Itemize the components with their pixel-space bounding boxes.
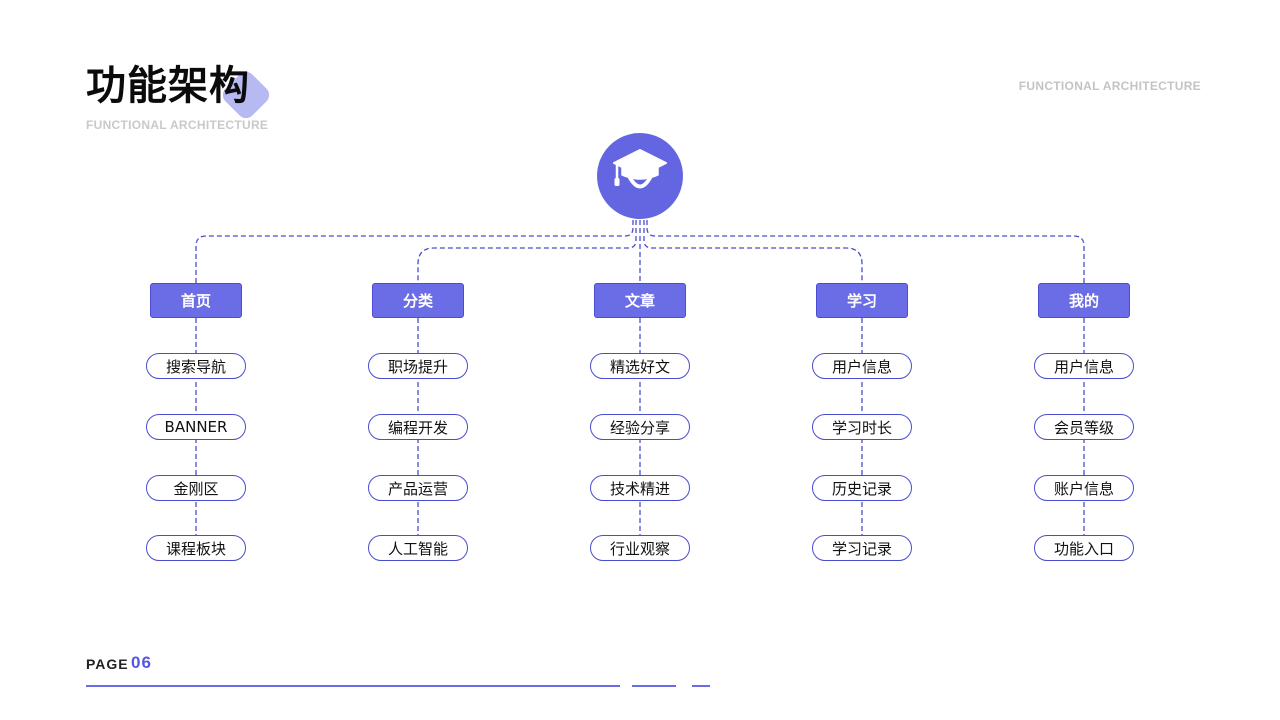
item-home-1: 搜索导航 xyxy=(146,353,246,379)
footer-bar-short xyxy=(692,685,710,687)
item-article-4: 行业观察 xyxy=(590,535,690,561)
item-article-3: 技术精进 xyxy=(590,475,690,501)
item-article-2: 经验分享 xyxy=(590,414,690,440)
item-classification-3: 产品运营 xyxy=(368,475,468,501)
page-subtitle: FUNCTIONAL ARCHITECTURE xyxy=(86,118,269,132)
item-home-2: BANNER xyxy=(146,414,246,440)
category-classification: 分类 xyxy=(372,283,464,318)
item-mine-1: 用户信息 xyxy=(1034,353,1134,379)
connector-study xyxy=(643,220,863,283)
category-home: 首页 xyxy=(150,283,242,318)
item-classification-2: 编程开发 xyxy=(368,414,468,440)
item-study-3: 历史记录 xyxy=(812,475,912,501)
item-classification-1: 职场提升 xyxy=(368,353,468,379)
item-mine-3: 账户信息 xyxy=(1034,475,1134,501)
top-right-label: FUNCTIONAL ARCHITECTURE xyxy=(1018,79,1201,93)
category-article: 文章 xyxy=(594,283,686,318)
page-number: 06 xyxy=(131,653,152,672)
footer-bar-medium xyxy=(632,685,676,687)
page-label: PAGE xyxy=(86,656,129,672)
item-article-1: 精选好文 xyxy=(590,353,690,379)
connector-home xyxy=(195,220,634,283)
item-study-4: 学习记录 xyxy=(812,535,912,561)
item-home-3: 金刚区 xyxy=(146,475,246,501)
item-home-4: 课程板块 xyxy=(146,535,246,561)
graduation-cap-icon xyxy=(613,149,667,189)
connector-mine xyxy=(646,220,1085,283)
item-mine-2: 会员等级 xyxy=(1034,414,1134,440)
item-study-1: 用户信息 xyxy=(812,353,912,379)
root-node xyxy=(597,133,683,219)
connector-category xyxy=(417,220,637,283)
footer-bar-long xyxy=(86,685,620,687)
item-mine-4: 功能入口 xyxy=(1034,535,1134,561)
item-classification-4: 人工智能 xyxy=(368,535,468,561)
category-study: 学习 xyxy=(816,283,908,318)
page-title: 功能架构 xyxy=(86,63,250,109)
item-study-2: 学习时长 xyxy=(812,414,912,440)
category-mine: 我的 xyxy=(1038,283,1130,318)
